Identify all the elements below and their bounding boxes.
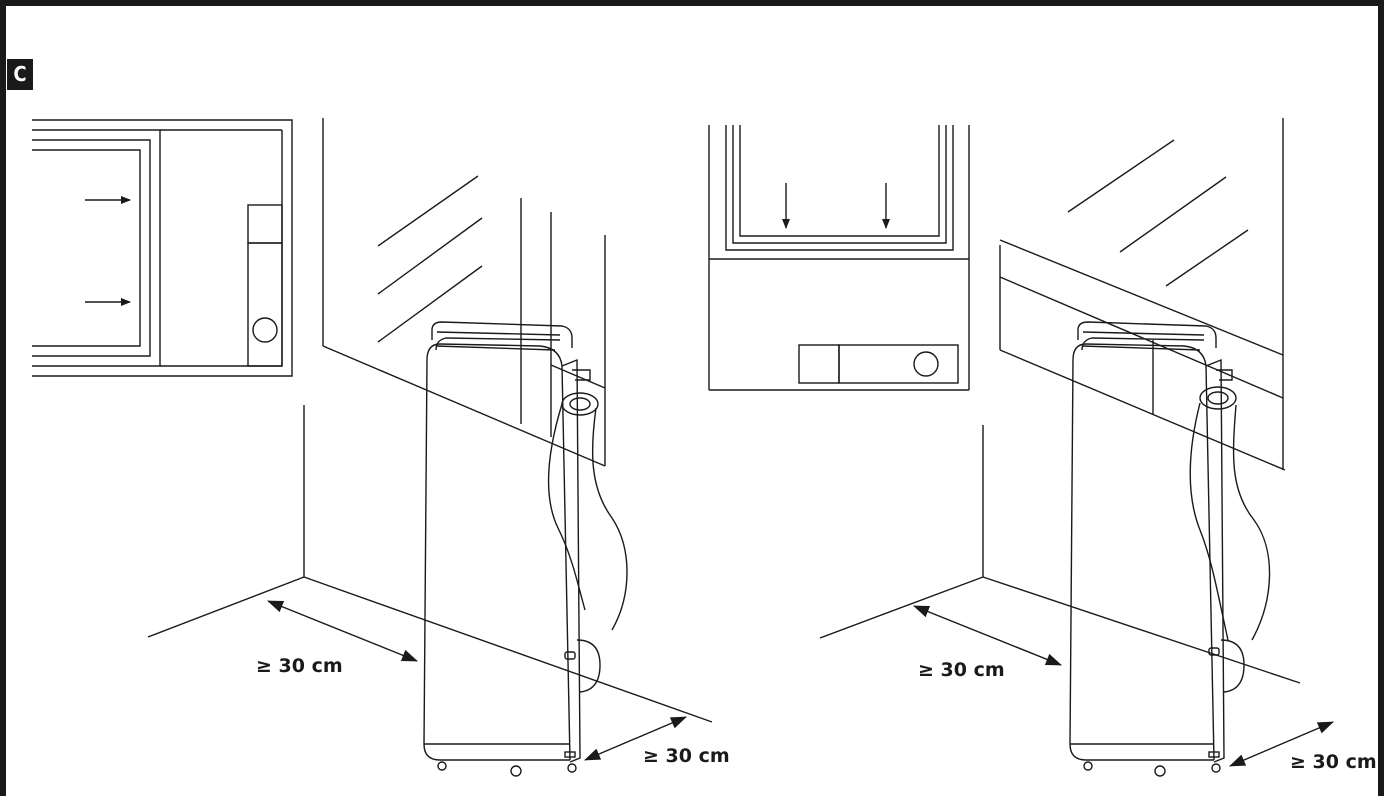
- clearance-arrow-left-1: [267, 600, 418, 662]
- clearance-arrow-left-2: [584, 716, 687, 761]
- air-conditioner-unit-right: [1069, 321, 1245, 777]
- clearance-label-right-back: ≥ 30 cm: [1290, 751, 1377, 773]
- hung-window-inset-right: [708, 125, 970, 391]
- air-conditioner-unit-left: [423, 321, 601, 777]
- clearance-label-left-back: ≥ 30 cm: [643, 745, 730, 767]
- room-scene-left: [147, 118, 713, 761]
- sliding-window-inset-left: [32, 119, 293, 377]
- clearance-arrow-right-1: [913, 605, 1062, 666]
- clearance-arrow-right-2: [1229, 721, 1334, 767]
- room-scene-right: [819, 118, 1334, 767]
- figure-label-badge: C: [7, 59, 33, 90]
- clearance-label-right-side: ≥ 30 cm: [918, 659, 1005, 681]
- clearance-label-left-side: ≥ 30 cm: [256, 655, 343, 677]
